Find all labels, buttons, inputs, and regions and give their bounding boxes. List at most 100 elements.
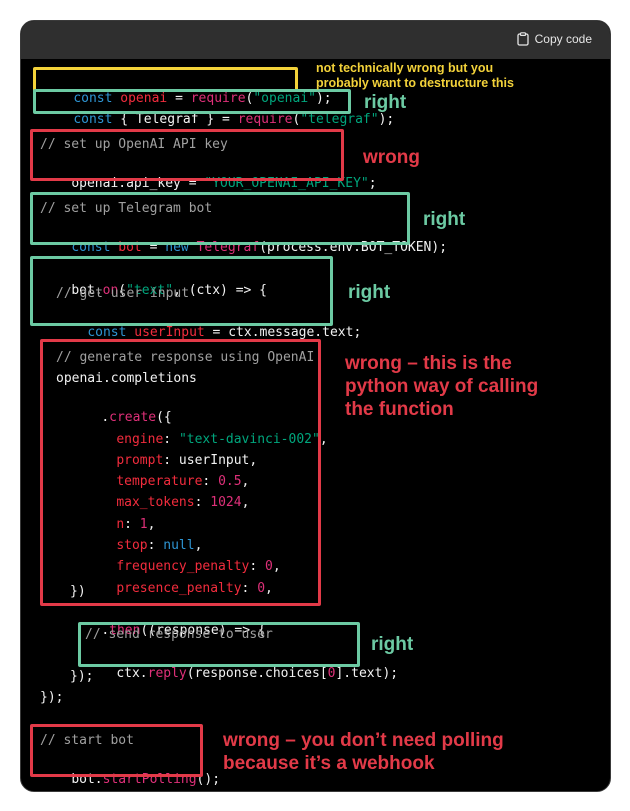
copy-code-button[interactable]: Copy code	[516, 32, 592, 46]
token: ,	[241, 474, 250, 489]
code-line-9: const userInput = ctx.message.text;	[56, 306, 361, 360]
code-line-2: const { Telegraf } = require("telegraf")…	[42, 93, 394, 147]
annotation-box-green-4	[78, 622, 360, 667]
token: null	[163, 538, 195, 553]
token: :	[163, 432, 179, 447]
code-line-15: temperature: 0.5,	[85, 455, 249, 509]
annotation-line: wrong – this is the	[345, 353, 512, 374]
token: ,	[272, 559, 281, 574]
token: const	[73, 112, 121, 127]
annotation-box-red-3	[30, 724, 203, 777]
code-line-13: engine: "text-davinci-002",	[85, 413, 328, 467]
annotation-line: wrong – you don’t need polling	[223, 730, 504, 751]
token: ,	[241, 495, 250, 510]
token: ,	[147, 517, 156, 532]
code-line-3: // set up OpenAI API key	[40, 137, 228, 152]
token: openai	[120, 91, 168, 106]
token: (response.choices[	[186, 666, 328, 681]
annotation-text-right-1: right	[364, 92, 407, 113]
token: =	[214, 112, 238, 127]
annotation-line: python way of calling	[345, 376, 539, 397]
annotation-text-yellow: not technically wrong but you probably w…	[316, 61, 514, 91]
token: 1	[139, 517, 148, 532]
code-line-19: frequency_penalty: 0,	[85, 540, 281, 594]
token: "text"	[126, 283, 174, 298]
code-line-11: openai.completions	[56, 371, 197, 386]
code-header: Copy code	[21, 21, 610, 59]
token: "text-davinci-002"	[178, 432, 320, 447]
code-line-24: ctx.reply(response.choices[0].text);	[85, 647, 398, 701]
token: (	[245, 91, 254, 106]
token: reply	[147, 666, 187, 681]
token: "openai"	[253, 91, 316, 106]
token: .	[101, 410, 110, 425]
token: (	[292, 112, 301, 127]
annotation-text-right-3: right	[348, 282, 391, 303]
token: ,	[319, 432, 328, 447]
annotation-text-wrong-3: wrong – you don’t need polling because i…	[223, 729, 504, 775]
code-window: Copy code	[20, 20, 611, 792]
annotation-box-red-2	[40, 339, 321, 606]
annotation-box-green-2	[30, 192, 410, 245]
token: :	[241, 581, 258, 596]
code-line-16: max_tokens: 1024,	[85, 476, 249, 530]
token: require	[237, 112, 293, 127]
token: .	[101, 623, 110, 638]
code-block: const openai = require("openai"); const …	[0, 0, 447, 787]
code-line-27: // start bot	[40, 733, 134, 748]
token: ;	[368, 176, 377, 191]
token: = ctx.message.text;	[204, 325, 362, 340]
token: bot.	[71, 283, 103, 298]
token: :	[249, 559, 266, 574]
token: presence_penalty	[116, 581, 242, 596]
token: 0.5	[218, 474, 242, 489]
code-line-8: // get user input	[56, 286, 190, 301]
annotation-text-right-2: right	[423, 209, 466, 230]
annotation-line: not technically wrong but you	[316, 61, 494, 75]
token: create	[109, 410, 157, 425]
code-line-14: prompt: userInput,	[85, 434, 257, 488]
token: : userInput,	[163, 453, 258, 468]
code-line-17: n: 1,	[85, 498, 155, 552]
code-line-1: const openai = require("openai");	[42, 72, 332, 126]
annotation-box-red-1	[30, 129, 344, 181]
code-line-22: .then((response) => {	[70, 604, 266, 658]
annotation-box-green-3	[30, 256, 333, 326]
token: :	[202, 474, 219, 489]
copy-code-label: Copy code	[534, 32, 592, 46]
code-line-25: });	[70, 669, 94, 684]
code-line-12: .create({	[70, 391, 172, 445]
token: max_tokens	[116, 495, 195, 510]
token: ].text);	[335, 666, 399, 681]
token: (	[118, 283, 127, 298]
token: ((response) => {	[140, 623, 266, 638]
token: );	[378, 112, 395, 127]
annotation-box-green-1	[33, 89, 351, 114]
annotation-text-right-4: right	[371, 634, 414, 655]
token: "telegraf"	[300, 112, 379, 127]
annotation-text-wrong-2: wrong – this is the python way of callin…	[345, 352, 538, 421]
token: then	[109, 623, 141, 638]
code-line-21: })	[70, 584, 86, 599]
code-line-23: // send response to user	[85, 627, 273, 642]
code-line-7: bot.on("text", (ctx) => {	[40, 264, 267, 318]
token: ,	[194, 538, 203, 553]
token: userInput	[134, 325, 205, 340]
token: 0	[327, 666, 336, 681]
token: engine	[116, 432, 164, 447]
token: prompt	[116, 453, 164, 468]
code-line-20: presence_penalty: 0,	[85, 562, 273, 616]
code-line-5: // set up Telegram bot	[40, 201, 213, 216]
token: , (ctx) => {	[173, 283, 267, 298]
token: ({	[156, 410, 172, 425]
token: =	[141, 240, 166, 255]
annotation-line: because it’s a webhook	[223, 753, 435, 774]
token: 1024	[210, 495, 242, 510]
token: require	[190, 91, 246, 106]
token: 0	[265, 559, 273, 574]
token: :	[124, 517, 140, 532]
token: =	[167, 91, 191, 106]
token: const	[87, 325, 135, 340]
annotation-text-wrong-1: wrong	[363, 147, 420, 168]
token: );	[315, 91, 332, 106]
